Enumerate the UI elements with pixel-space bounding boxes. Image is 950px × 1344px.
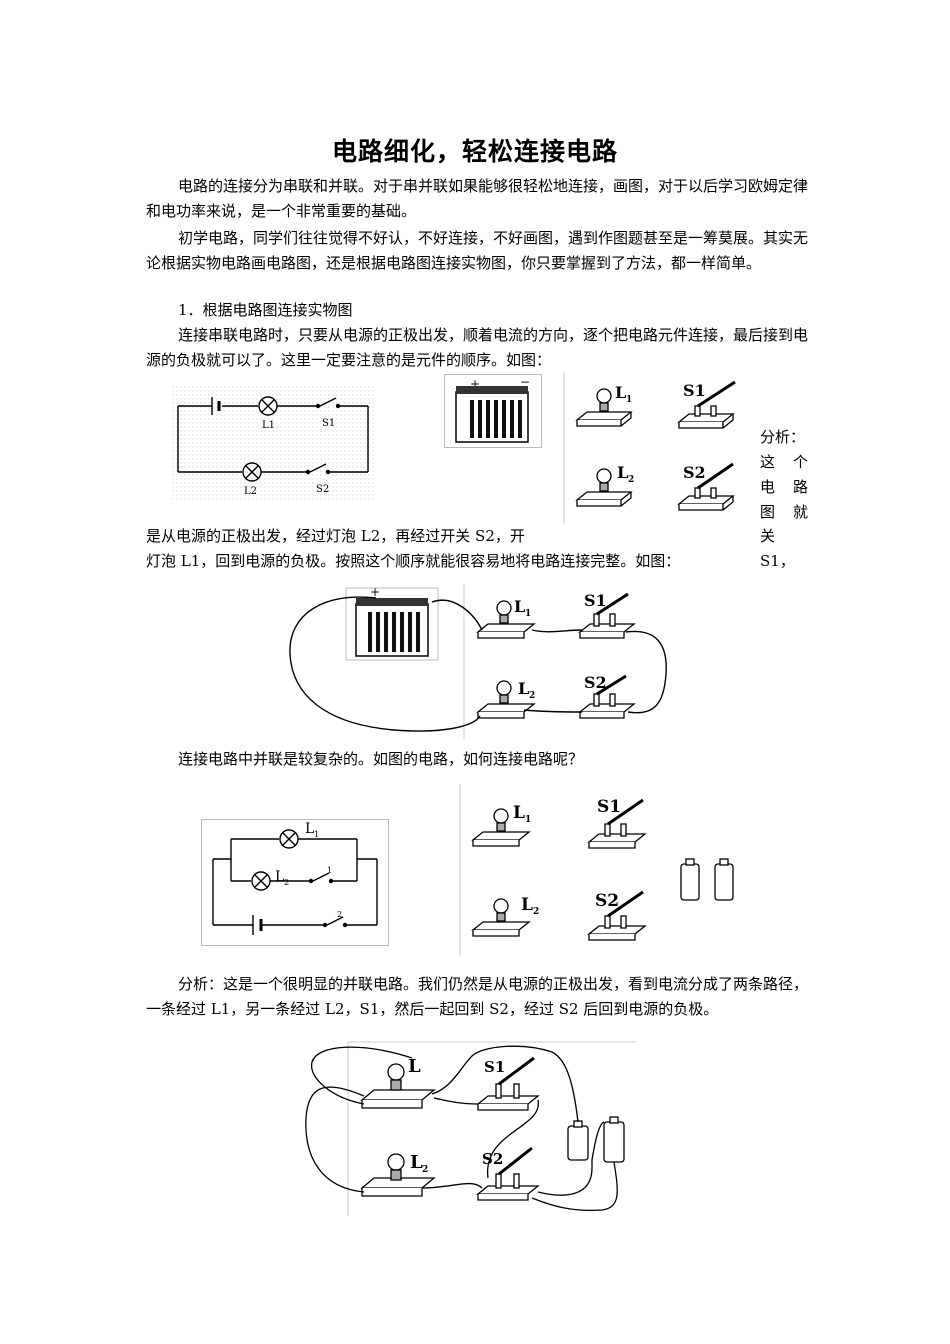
fig4-lamp2-letter: L [521, 895, 533, 915]
side-char: 电 [760, 478, 776, 496]
side-char: 这 [760, 453, 776, 471]
battery-minus-sign: − [520, 375, 530, 389]
fig3-label-s-sub1: 1 [327, 866, 332, 875]
fig3-label-l-sub2: 2 [284, 878, 289, 887]
parallel-circuit-diagram: L 1 L 2 1 2 [201, 819, 389, 946]
fig5-switch1-letter: S1 [484, 1058, 505, 1076]
side-tail: 关 S1， [760, 527, 795, 570]
section-heading: 1．根据电路图连接实物图 [178, 301, 353, 319]
series-circuit-diagram: L1 S1 L2 S2 [172, 386, 374, 502]
switch1-letter: S1 [683, 381, 706, 400]
fig4-lamp1-sub: 1 [525, 815, 531, 825]
switch2-letter: S2 [683, 463, 706, 482]
parallel-wired-figure: L S1 L 2 S2 [305, 1041, 636, 1216]
fig5-lamp2-letter: L [410, 1152, 423, 1173]
fig2-lamp2-sub: 2 [529, 691, 535, 701]
label-s2: S2 [316, 484, 329, 495]
side-row-3: 图就 [760, 500, 808, 525]
lamp1-sub: 1 [626, 395, 632, 405]
fig3-label-s-sub2: 2 [337, 910, 342, 919]
fig5-switch2-letter: S2 [482, 1150, 503, 1168]
paragraph-series-analysis-2: 灯泡 L1，回到电源的负极。按照这个顺序就能很容易地将电路连接完整。如图： [146, 552, 681, 570]
battery-plus-sign: + [470, 377, 480, 391]
label-l1: L1 [262, 420, 275, 431]
paragraph-intro: 电路的连接分为串联和并联。对于串并联如果能够很轻松地连接，画图，对于以后学习欧姆… [146, 177, 809, 220]
fig2-lamp1-sub: 1 [525, 609, 531, 619]
lamp2-sub: 2 [628, 475, 634, 485]
fig5-lamp2-sub: 2 [422, 1165, 428, 1175]
paragraph-series-analysis-1: 是从电源的正极出发，经过灯泡 L2，再经过开关 S2，开 [146, 527, 525, 545]
side-char: 图 [760, 503, 776, 521]
paragraph-parallel-intro: 连接电路中并联是较复杂的。如图的电路，如何连接电路呢？ [178, 750, 584, 768]
fig5-lamp1-letter: L [408, 1056, 421, 1077]
battery-pack-figure: + − [444, 374, 542, 448]
series-wired-figure: + L 1 S1 L 2 S2 [289, 584, 667, 740]
components-figure-1: L 1 S1 L 2 S2 [563, 372, 736, 524]
paragraph-parallel-analysis: 分析：这是一个很明显的并联电路。我们仍然是从电源的正极出发，看到电流分成了两条路… [146, 975, 809, 1018]
components-figure-2: L 1 S1 L 2 S2 [459, 784, 734, 956]
fig3-label-l2: L [275, 869, 284, 885]
fig4-switch1-letter: S1 [597, 797, 621, 817]
paragraph-series: 连接串联电路时，只要从电源的正极出发，顺着电流的方向，逐个把电路元件连接，最后接… [146, 326, 809, 369]
side-char: 就 [792, 503, 808, 521]
side-analysis-label: 分析： [760, 428, 806, 446]
fig2-switch1-letter: S1 [584, 591, 607, 610]
label-l2: L2 [244, 486, 257, 497]
label-s1: S1 [322, 418, 335, 429]
fig3-label-l: L [305, 821, 314, 837]
side-row-1: 这个 [760, 450, 808, 475]
side-char: 路 [792, 478, 808, 496]
page-title: 电路细化，轻松连接电路 [331, 137, 618, 166]
fig2-lamp1-letter: L [514, 597, 525, 616]
fig4-lamp2-sub: 2 [533, 907, 539, 917]
fig3-label-l-sub1: 1 [314, 830, 319, 839]
fig2-lamp2-letter: L [518, 679, 529, 698]
fig4-lamp1-letter: L [513, 803, 525, 823]
side-row-2: 电路 [760, 475, 808, 500]
paragraph-beginners: 初学电路，同学们往往觉得不好认，不好连接，不好画图，遇到作图题甚至是一筹莫展。其… [146, 229, 809, 272]
battery2-plus: + [370, 585, 380, 599]
side-char: 个 [792, 453, 808, 471]
fig2-switch2-letter: S2 [584, 673, 607, 692]
lamp2-letter: L [617, 463, 628, 482]
fig4-switch2-letter: S2 [595, 891, 619, 911]
lamp1-letter: L [615, 383, 626, 402]
